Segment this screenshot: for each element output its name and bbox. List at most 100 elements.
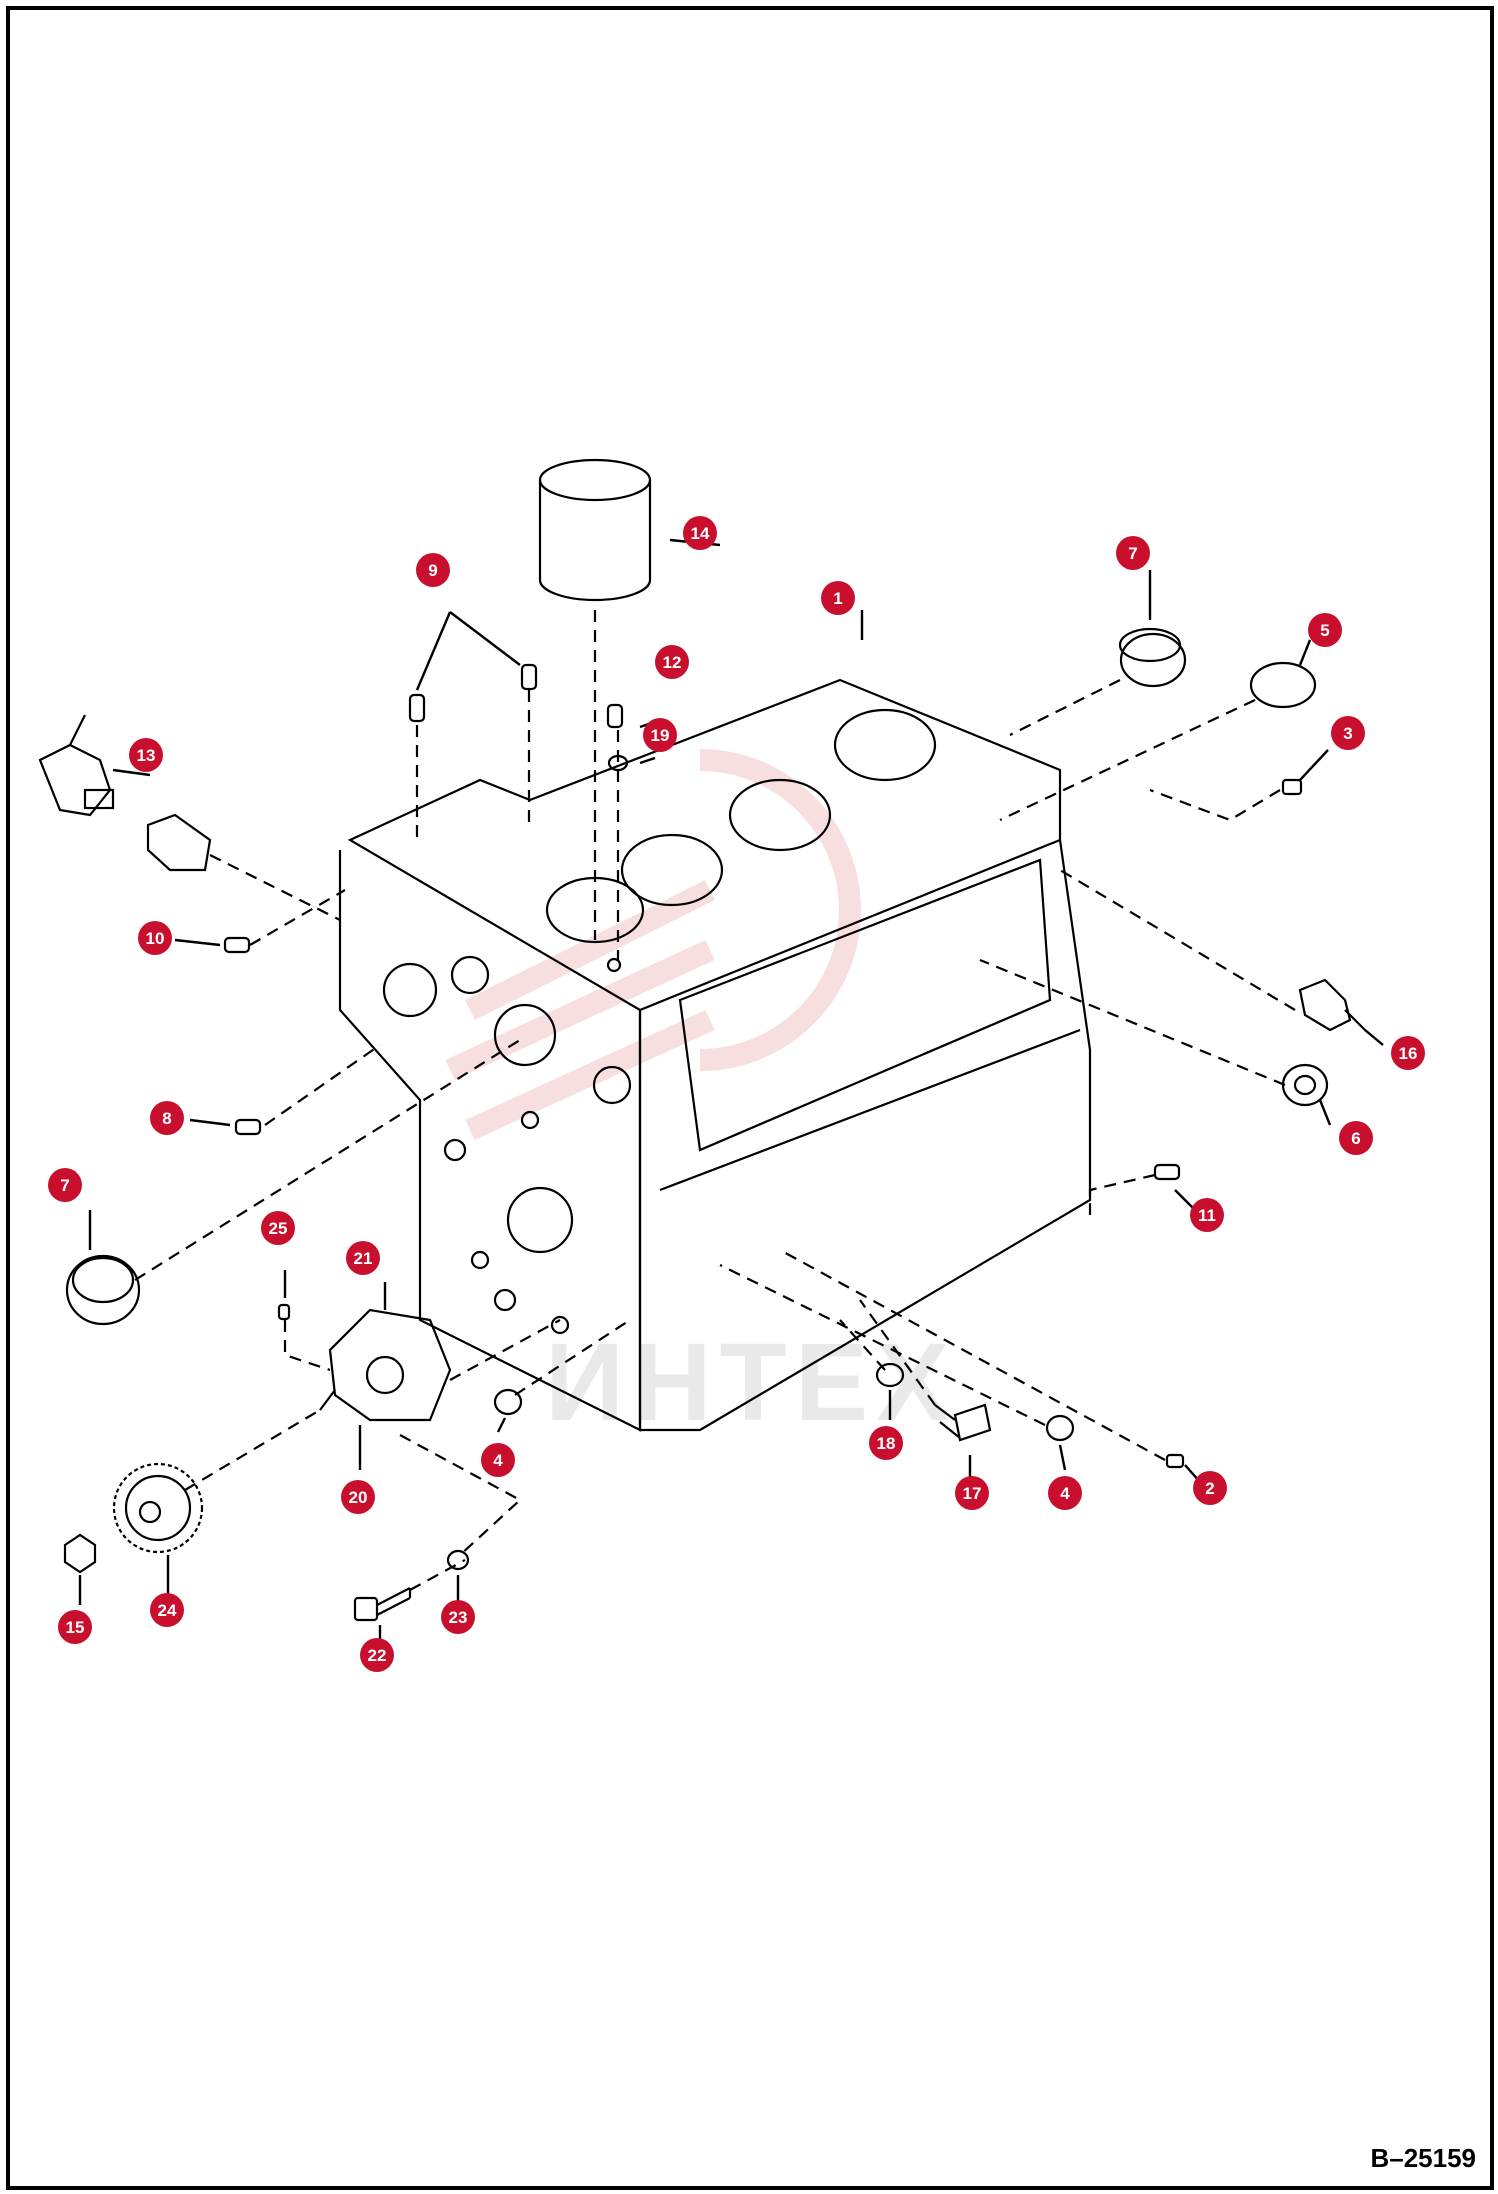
callout-number: 9 xyxy=(428,561,437,580)
callout-circle xyxy=(1193,1471,1227,1505)
plug-5 xyxy=(1249,661,1317,709)
callout-14: 14 xyxy=(683,516,717,550)
callout-circle xyxy=(655,645,689,679)
gear-24 xyxy=(112,1462,204,1554)
callout-number: 25 xyxy=(269,1219,288,1238)
callout-8: 8 xyxy=(150,1101,184,1135)
callout-number: 14 xyxy=(691,524,710,543)
callout-number: 15 xyxy=(66,1618,85,1637)
callout-number: 21 xyxy=(354,1249,373,1268)
callout-number: 5 xyxy=(1320,621,1329,640)
engine-block xyxy=(338,678,1092,1432)
plug-3 xyxy=(1281,778,1303,796)
callout-25: 25 xyxy=(261,1211,295,1245)
callout-circle xyxy=(869,1426,903,1460)
dowel-pins xyxy=(408,663,538,723)
expansion-plug-top xyxy=(1118,627,1187,688)
callout-circle xyxy=(346,1241,380,1275)
callout-number: 11 xyxy=(1198,1206,1216,1225)
nut-15 xyxy=(63,1533,97,1574)
callout-5: 5 xyxy=(1308,613,1342,647)
callout-2: 2 xyxy=(1193,1471,1227,1505)
callout-number: 19 xyxy=(651,726,670,745)
callout-9: 9 xyxy=(416,553,450,587)
callout-19: 19 xyxy=(643,718,677,752)
callout-circle xyxy=(1308,613,1342,647)
leader-lines xyxy=(78,538,1384,1645)
fuel-fitting-13 xyxy=(38,714,115,817)
callouts: 1 2 3 4 4 5 6 7 7 8 9 10 11 12 13 14 15 … xyxy=(48,516,1425,1672)
callout-number: 4 xyxy=(493,1451,503,1470)
callout-21: 21 xyxy=(346,1241,380,1275)
callout-circle xyxy=(150,1101,184,1135)
callout-circle xyxy=(150,1593,184,1627)
callout-number: 3 xyxy=(1343,724,1352,743)
callout-12: 12 xyxy=(655,645,689,679)
callout-number: 7 xyxy=(1128,544,1137,563)
callout-circle xyxy=(416,553,450,587)
callout-circle xyxy=(1391,1036,1425,1070)
drawing-frame xyxy=(6,6,1494,2190)
watermark-text: ИНТЕХ xyxy=(545,1321,957,1444)
callout-7-top: 7 xyxy=(1116,536,1150,570)
expansion-plug-left xyxy=(65,1254,141,1326)
callout-circle xyxy=(1331,716,1365,750)
callout-circle xyxy=(261,1211,295,1245)
callout-4-right: 4 xyxy=(1048,1476,1082,1510)
callout-7-left: 7 xyxy=(48,1168,82,1202)
callout-4-left: 4 xyxy=(481,1443,515,1477)
callout-23: 23 xyxy=(441,1600,475,1634)
callout-10: 10 xyxy=(138,921,172,955)
pin-12 xyxy=(606,703,624,729)
pin-25 xyxy=(277,1303,291,1321)
callout-circle xyxy=(1339,1121,1373,1155)
callout-number: 17 xyxy=(963,1484,982,1503)
callout-22: 22 xyxy=(360,1638,394,1672)
plug-4-left xyxy=(493,1388,523,1416)
callout-17: 17 xyxy=(955,1476,989,1510)
bolt-17 xyxy=(934,1403,992,1442)
callout-number: 2 xyxy=(1205,1479,1214,1498)
pin-11 xyxy=(1153,1163,1181,1181)
callout-number: 12 xyxy=(663,653,682,672)
callout-1: 1 xyxy=(821,581,855,615)
callout-number: 13 xyxy=(137,746,156,765)
adapter xyxy=(146,813,212,872)
callout-circle xyxy=(1190,1198,1224,1232)
callout-circle xyxy=(481,1443,515,1477)
callout-number: 16 xyxy=(1399,1044,1418,1063)
bolt-22 xyxy=(353,1587,412,1622)
callout-11: 11 xyxy=(1190,1198,1224,1232)
callout-circle xyxy=(129,738,163,772)
callout-3: 3 xyxy=(1331,716,1365,750)
callout-number: 1 xyxy=(833,589,842,608)
callout-15: 15 xyxy=(58,1610,92,1644)
callout-18: 18 xyxy=(869,1426,903,1460)
callout-circle xyxy=(58,1610,92,1644)
callout-circle xyxy=(955,1476,989,1510)
figure-code: B–25159 xyxy=(1370,2143,1476,2173)
callout-number: 10 xyxy=(146,929,165,948)
callout-circle xyxy=(360,1638,394,1672)
seal-6 xyxy=(1281,1063,1329,1107)
assembly-lines xyxy=(134,610,1296,1591)
callout-circle xyxy=(1116,536,1150,570)
sender-16 xyxy=(1298,978,1366,1032)
watermark: ИНТЕХ xyxy=(445,749,957,1444)
callout-number: 24 xyxy=(158,1601,177,1620)
plug-4-right xyxy=(1045,1414,1075,1442)
callout-13: 13 xyxy=(129,738,163,772)
washer-23 xyxy=(446,1549,470,1571)
pin-8 xyxy=(234,1118,262,1136)
callout-circle xyxy=(821,581,855,615)
callout-number: 20 xyxy=(349,1488,368,1507)
callout-number: 23 xyxy=(449,1608,468,1627)
callout-circle xyxy=(1048,1476,1082,1510)
cylinder-liner xyxy=(538,458,652,602)
callout-number: 8 xyxy=(162,1109,171,1128)
oil-pump-21 xyxy=(319,1308,452,1422)
callout-number: 6 xyxy=(1351,1129,1360,1148)
callout-circle xyxy=(643,718,677,752)
callout-circle xyxy=(48,1168,82,1202)
watermark-logo xyxy=(445,749,861,1140)
